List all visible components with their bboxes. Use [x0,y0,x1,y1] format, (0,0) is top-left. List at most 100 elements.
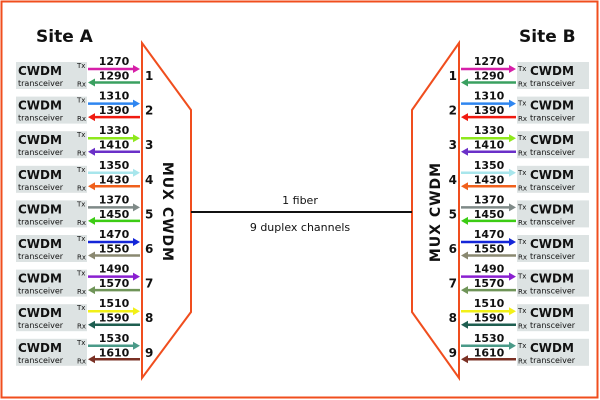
transceiver-a-subtitle: transceiver [18,356,64,365]
transceiver-a-title: CWDM [18,237,62,251]
tx-label: Tx [517,100,526,108]
fiber-count-label: 1 fiber [282,194,318,207]
transceiver-a-subtitle: transceiver [18,79,64,88]
rx-label: Rx [518,323,527,331]
rx-wavelength-a: 1590 [99,312,130,325]
tx-label: Tx [517,342,526,350]
tx-label: Tx [517,169,526,177]
channel-number-a: 4 [145,173,153,187]
channel-number-b: 6 [449,242,457,256]
tx-wavelength-a: 1310 [99,90,130,103]
transceiver-a-title: CWDM [18,99,62,113]
rx-arrow-a-2-head [88,113,95,122]
rx-wavelength-b: 1610 [474,346,505,359]
rx-arrow-a-6-head [88,251,95,260]
rx-arrow-a-9-head [88,355,95,364]
transceiver-b-subtitle: transceiver [530,79,576,88]
transceiver-b-subtitle: transceiver [530,148,576,157]
channel-number-a: 8 [145,311,153,325]
channel-number-b: 3 [449,138,457,152]
transceiver-a-title: CWDM [18,168,62,182]
rx-label: Rx [518,115,527,123]
rx-arrow-b-3-head [461,147,468,156]
tx-arrow-a-9-head [133,341,140,350]
transceiver-a-7 [16,269,87,297]
transceiver-b-9 [517,338,589,366]
tx-arrow-b-2-head [509,99,516,108]
rx-wavelength-b: 1570 [474,277,505,290]
tx-arrow-a-8-head [133,307,140,316]
rx-wavelength-a: 1610 [99,346,130,359]
transceiver-a-subtitle: transceiver [18,148,64,157]
rx-label: Rx [77,254,86,262]
transceiver-b-1 [517,62,589,89]
tx-label: Tx [517,307,526,315]
transceiver-a-3 [16,131,87,159]
tx-wavelength-a: 1510 [99,297,130,310]
transceiver-b-title: CWDM [530,202,574,216]
transceiver-a-8 [16,304,87,332]
transceiver-a-2 [16,96,87,124]
tx-label: Tx [517,65,526,73]
channel-number-a: 7 [145,277,153,291]
transceiver-b-subtitle: transceiver [530,252,576,261]
transceiver-a-title: CWDM [18,133,62,147]
channel-number-b: 9 [449,346,457,360]
mux-left-label: MUX CWDM [159,162,175,262]
rx-label: Rx [77,184,86,192]
channel-number-a: 9 [145,346,153,360]
channel-number-b: 1 [449,69,457,83]
tx-label: Tx [76,62,85,70]
rx-label: Rx [77,81,86,89]
rx-label: Rx [77,150,86,158]
tx-wavelength-a: 1270 [99,55,130,68]
transceiver-b-title: CWDM [530,168,574,182]
transceiver-b-title: CWDM [530,99,574,113]
rx-arrow-a-1-head [88,78,95,87]
tx-label: Tx [76,235,85,243]
rx-wavelength-a: 1410 [99,139,130,152]
rx-wavelength-a: 1450 [99,208,130,221]
transceiver-b-subtitle: transceiver [530,287,576,296]
tx-arrow-a-5-head [133,203,140,212]
transceiver-b-5 [517,200,589,228]
tx-label: Tx [76,304,85,312]
tx-wavelength-b: 1470 [474,228,505,241]
tx-arrow-b-5-head [509,203,516,212]
rx-wavelength-b: 1410 [474,139,505,152]
channel-number-b: 8 [449,311,457,325]
tx-arrow-b-1-head [509,65,516,73]
channel-number-a: 3 [145,138,153,152]
rx-wavelength-a: 1430 [99,173,130,186]
tx-label: Tx [76,97,85,105]
site-b-label: Site B [519,27,576,47]
mux-right-shape [411,39,460,382]
transceiver-b-subtitle: transceiver [530,321,576,330]
tx-arrow-b-8-head [509,307,516,316]
transceiver-b-4 [517,165,589,193]
channel-number-b: 2 [449,104,457,118]
tx-label: Tx [517,273,526,281]
site-a-label: Site A [36,27,94,47]
tx-label: Tx [76,339,85,347]
rx-arrow-a-8-head [88,320,95,329]
tx-wavelength-b: 1310 [474,90,505,103]
channel-number-a: 2 [145,104,153,118]
transceiver-b-title: CWDM [530,237,574,251]
rx-wavelength-a: 1550 [99,243,130,256]
transceiver-a-9 [16,338,87,366]
tx-label: Tx [76,200,85,208]
transceiver-a-1 [16,62,87,89]
transceiver-b-title: CWDM [530,341,574,355]
tx-wavelength-b: 1350 [474,159,505,172]
transceiver-a-6 [16,235,87,262]
tx-arrow-a-4-head [133,168,140,177]
transceiver-b-6 [517,235,589,262]
tx-label: Tx [76,131,85,139]
rx-wavelength-b: 1290 [474,70,505,83]
transceiver-b-subtitle: transceiver [530,183,576,192]
rx-label: Rx [77,288,86,296]
transceiver-b-title: CWDM [530,272,574,286]
tx-wavelength-a: 1490 [99,263,130,276]
